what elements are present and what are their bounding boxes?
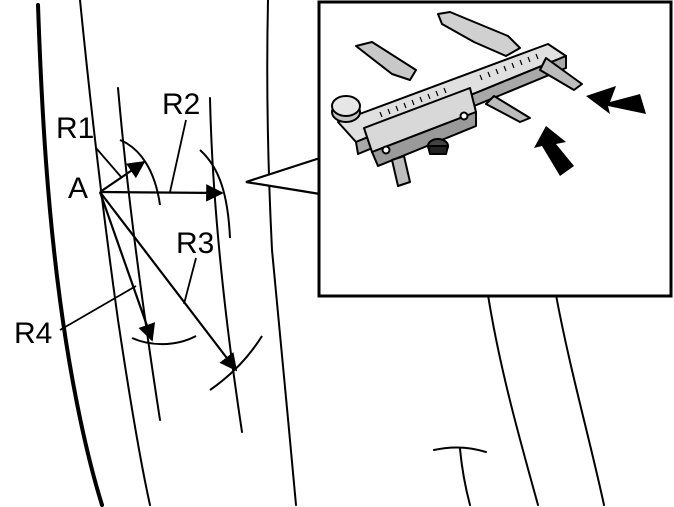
leader-r2	[169, 119, 187, 193]
label-r3: R3	[176, 227, 214, 260]
arc-r1	[119, 139, 161, 206]
measurement-arcs	[119, 139, 263, 391]
arrow-icon-upper	[586, 86, 646, 114]
small-t-mark-stem	[459, 448, 471, 506]
arc-r3	[209, 335, 263, 391]
left-edge-line	[36, 3, 104, 507]
radius-vectors	[98, 161, 238, 372]
label-leaders	[59, 119, 197, 331]
panel-contour-lines	[36, 0, 605, 507]
arc-r4	[131, 335, 197, 346]
label-point-a: A	[68, 172, 88, 205]
arrow-icon-lower	[534, 126, 574, 176]
label-r4: R4	[14, 317, 52, 350]
small-t-mark-top	[433, 446, 487, 453]
right-contour-line	[266, 0, 297, 506]
vernier-caliper-icon	[331, 11, 583, 187]
label-r1: R1	[56, 112, 94, 145]
leader-r4	[59, 285, 137, 331]
vector-r2	[99, 184, 224, 202]
vector-r4	[98, 191, 156, 342]
leader-r3	[183, 257, 197, 305]
callout-pointer	[245, 156, 321, 196]
lower-contour-line-2	[555, 294, 605, 506]
vector-r3	[99, 191, 238, 372]
inset-panel	[317, 0, 673, 298]
measure-line-2	[209, 97, 243, 433]
measure-line-1	[117, 87, 161, 421]
leader-r1	[95, 147, 123, 179]
label-r2: R2	[162, 88, 200, 121]
lower-contour-line-1	[487, 294, 539, 506]
inner-left-line	[79, 0, 151, 506]
